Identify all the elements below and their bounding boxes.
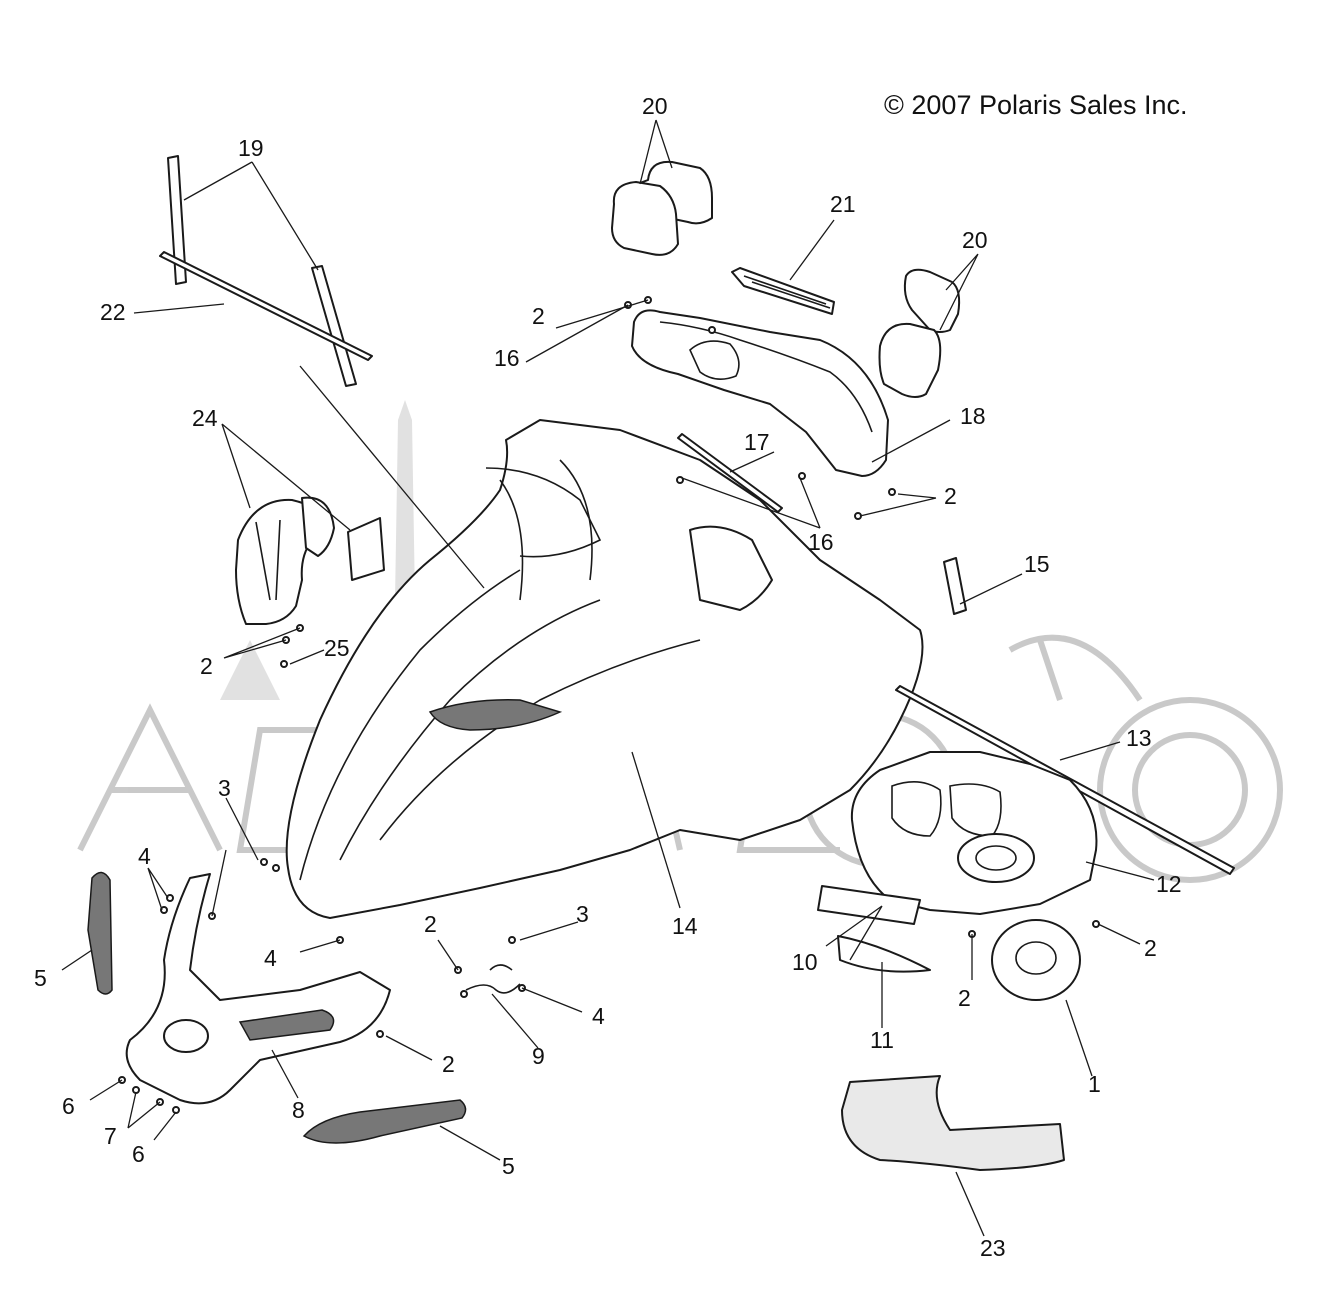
- part-console: [850, 751, 1098, 915]
- callout-5-bottom: 5: [502, 1153, 515, 1179]
- part-trim-bar: [677, 433, 783, 513]
- callout-2-dash: 2: [532, 303, 545, 329]
- callout-22: 22: [100, 299, 126, 325]
- callout-5-left: 5: [34, 965, 47, 991]
- callout-15: 15: [1024, 551, 1050, 577]
- part-decal-curved: [837, 935, 931, 973]
- callout-24: 24: [192, 405, 218, 431]
- callout-2-cowl: 2: [442, 1051, 455, 1077]
- part-vent-left: [87, 871, 113, 995]
- callout-20-top: 20: [642, 93, 668, 119]
- part-windshield-strip: [159, 251, 373, 361]
- part-dash-pod: [631, 309, 889, 477]
- callout-18: 18: [960, 403, 986, 429]
- part-vent-bottom: [302, 1099, 467, 1144]
- part-wire-bracket: [465, 964, 521, 994]
- callout-21: 21: [830, 191, 856, 217]
- callout-3-left: 3: [218, 775, 231, 801]
- callout-labels: 20 19 21 20 22 2 16 24 18 17 2 16 15 2 2…: [34, 93, 1182, 1261]
- part-trim-strips: [167, 155, 357, 387]
- callout-8: 8: [292, 1097, 305, 1123]
- callout-2-center: 2: [424, 911, 437, 937]
- callout-2-console: 2: [958, 985, 971, 1011]
- callout-1: 1: [1088, 1071, 1101, 1097]
- callout-4-mid: 4: [264, 945, 277, 971]
- callout-2-right: 2: [1144, 935, 1157, 961]
- callout-14: 14: [672, 913, 698, 939]
- part-clip: [943, 557, 967, 615]
- part-gauge-strip: [731, 267, 835, 315]
- callout-12: 12: [1156, 871, 1182, 897]
- callout-16-bottom: 16: [808, 529, 834, 555]
- part-seal-ring: [991, 919, 1081, 1001]
- part-lower-cowl: [125, 873, 391, 1105]
- part-mirror-housing: [235, 496, 385, 625]
- callout-4-left: 4: [138, 843, 151, 869]
- part-cover-right: [878, 268, 961, 398]
- callout-6-bottom: 6: [132, 1141, 145, 1167]
- part-hood: [285, 419, 924, 919]
- callout-23: 23: [980, 1235, 1006, 1261]
- callout-19: 19: [238, 135, 264, 161]
- callout-16-top: 16: [494, 345, 520, 371]
- callout-7: 7: [104, 1123, 117, 1149]
- callout-17: 17: [744, 429, 770, 455]
- callout-20-right: 20: [962, 227, 988, 253]
- callout-13: 13: [1126, 725, 1152, 751]
- callout-2-mirror: 2: [200, 653, 213, 679]
- leader-lines: [61, 119, 1155, 1237]
- callout-10: 10: [792, 949, 818, 975]
- part-decal-rect: [817, 885, 921, 925]
- callout-25: 25: [324, 635, 350, 661]
- part-cover-top: [611, 160, 713, 256]
- callout-3-center: 3: [576, 901, 589, 927]
- part-foam-pad: [841, 1075, 1065, 1171]
- callout-9: 9: [532, 1043, 545, 1069]
- callout-2-pod: 2: [944, 483, 957, 509]
- callout-6-left: 6: [62, 1093, 75, 1119]
- copyright-text: © 2007 Polaris Sales Inc.: [884, 90, 1188, 120]
- callout-11: 11: [870, 1027, 894, 1053]
- callout-4-center: 4: [592, 1003, 605, 1029]
